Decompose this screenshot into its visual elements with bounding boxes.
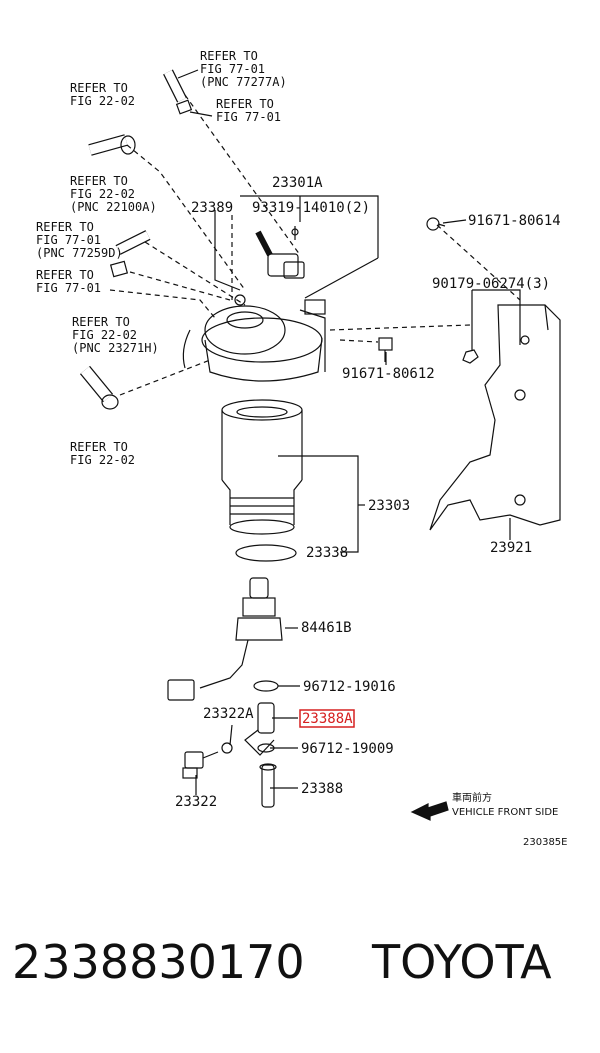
part-label: 91671-80614 <box>468 213 561 229</box>
part-label: 23322A <box>203 706 254 722</box>
vehicle-front-jp-label: 車両前方 <box>452 791 492 804</box>
part-label: 23322 <box>175 794 217 810</box>
part-label: 23301A <box>272 175 323 191</box>
highlight-23388a <box>299 709 355 728</box>
o-ring-96712-19009-icon <box>257 743 275 753</box>
part-label: 96712-19016 <box>303 679 396 695</box>
part-label: 23388 <box>301 781 343 797</box>
bolt-91671-80612-icon <box>378 337 393 362</box>
vehicle-front-arrow-icon <box>410 801 449 821</box>
figure-code: 230385E <box>523 837 568 848</box>
part-label: 23388A <box>302 711 353 727</box>
bracket-23921-icon <box>429 304 561 531</box>
pipe-23388-icon <box>259 763 277 808</box>
connector-23301a-icon <box>255 226 305 279</box>
part-label: 96712-19009 <box>301 741 394 757</box>
hose-mid-icon <box>109 230 151 278</box>
part-label: 84461B <box>301 620 352 636</box>
part-label: 90179-06274(3) <box>432 276 550 292</box>
footer-part-number: 2338830170 <box>12 935 305 989</box>
o-ring-96712-19016-icon <box>253 680 279 692</box>
o-ring-23338-icon <box>235 544 297 562</box>
hose-lower-icon <box>79 365 119 410</box>
washer-23322a-icon <box>221 742 233 754</box>
sensor-23322-icon <box>182 751 219 779</box>
part-label: 23338 <box>306 545 348 561</box>
bolt-91671-80614-icon <box>426 217 446 231</box>
part-label: 23921 <box>490 540 532 556</box>
footer: 2338830170 TOYOTA <box>0 935 600 1015</box>
part-labels: 23301A 23389 93319-14010(2) 91671-80614 … <box>175 175 561 810</box>
part-label: 91671-80612 <box>342 366 435 382</box>
hose-left-icon <box>88 134 136 156</box>
part-label: 23303 <box>368 498 410 514</box>
filter-element-23303-icon <box>221 399 303 535</box>
filter-head-icon <box>182 294 326 382</box>
part-label: 93319-14010(2) <box>252 200 370 216</box>
part-label: 23389 <box>191 200 233 216</box>
sensor-84461b-icon <box>167 577 283 701</box>
elbow-23388a-icon <box>244 702 275 756</box>
nut-90179-06274-icon <box>462 349 479 364</box>
footer-brand: TOYOTA <box>372 935 552 989</box>
hose-top-icon <box>163 69 193 115</box>
vehicle-front-en-label: VEHICLE FRONT SIDE <box>452 807 558 818</box>
